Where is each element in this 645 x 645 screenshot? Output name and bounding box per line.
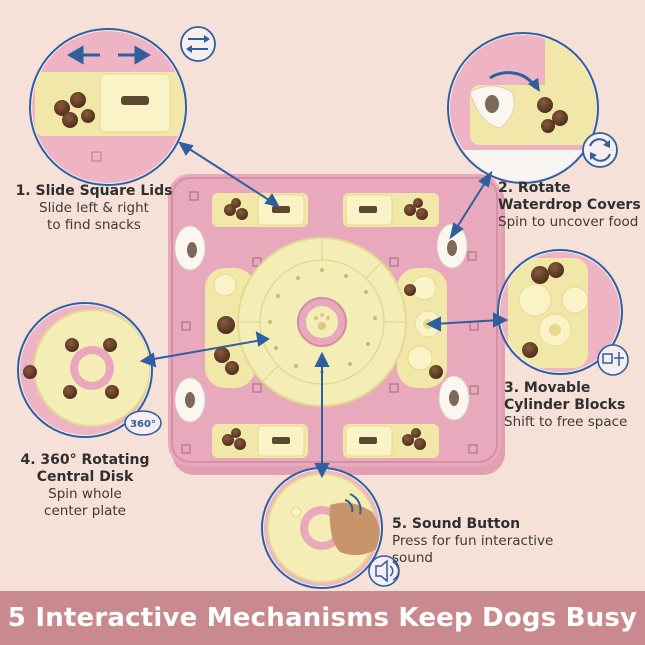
- swap-arrows-icon: [180, 26, 216, 62]
- label-central-disk-title1: 4. 360° Rotating: [20, 452, 150, 468]
- slide-slots: [212, 193, 439, 458]
- label-cylinders-title2: Cylinder Blocks: [504, 397, 626, 413]
- banner-text: 5 Interactive Mechanisms Keep Dogs Busy: [7, 603, 638, 633]
- zoom-slide-lids: [29, 28, 187, 186]
- rotate-360-label: 360°: [130, 419, 156, 430]
- label-sound-button-title: 5. Sound Button: [392, 516, 521, 532]
- label-waterdrop-desc: Spin to uncover food: [498, 214, 639, 230]
- zoom-waterdrop: [447, 32, 599, 184]
- label-waterdrop-title1: 2. Rotate: [498, 180, 571, 196]
- label-slide-lids-title: 1. Slide Square Lids: [15, 183, 173, 199]
- label-sound-button-desc1: Press for fun interactive: [392, 533, 554, 549]
- waterdrop-covers: [174, 223, 470, 423]
- label-waterdrop-title2: Waterdrop Covers: [498, 197, 641, 213]
- tray-markers: [181, 191, 479, 454]
- label-sound-button-desc2: sound: [392, 550, 433, 566]
- central-disk: [237, 237, 407, 407]
- label-central-disk-desc1: Spin whole: [48, 486, 122, 502]
- zoom-cylinders: [497, 249, 623, 375]
- move-arrows-icon: [597, 344, 629, 376]
- label-slide-lids-desc2: to find snacks: [47, 217, 141, 233]
- label-cylinders-desc: Shift to free space: [504, 414, 628, 430]
- label-slide-lids: 1. Slide Square Lids Slide left & right …: [14, 183, 174, 234]
- label-cylinders: 3. Movable Cylinder Blocks Shift to free…: [504, 380, 644, 431]
- label-central-disk: 4. 360° Rotating Central Disk Spin whole…: [10, 452, 160, 520]
- label-waterdrop: 2. Rotate Waterdrop Covers Spin to uncov…: [498, 180, 643, 231]
- label-sound-button: 5. Sound Button Press for fun interactiv…: [392, 516, 592, 567]
- speaker-icon: [368, 555, 400, 587]
- rotate-360-icon: 360°: [124, 410, 162, 436]
- connector-arrows: [139, 141, 509, 479]
- bottom-banner: 5 Interactive Mechanisms Keep Dogs Busy: [0, 591, 645, 645]
- rotate-arrows-icon: [582, 132, 618, 168]
- zoom-rotating-disk: [17, 302, 153, 438]
- label-cylinders-title1: 3. Movable: [504, 380, 591, 396]
- label-central-disk-title2: Central Disk: [36, 469, 134, 485]
- label-central-disk-desc2: center plate: [44, 503, 126, 519]
- label-slide-lids-desc1: Slide left & right: [39, 200, 149, 216]
- zoom-sound-button: [261, 467, 383, 589]
